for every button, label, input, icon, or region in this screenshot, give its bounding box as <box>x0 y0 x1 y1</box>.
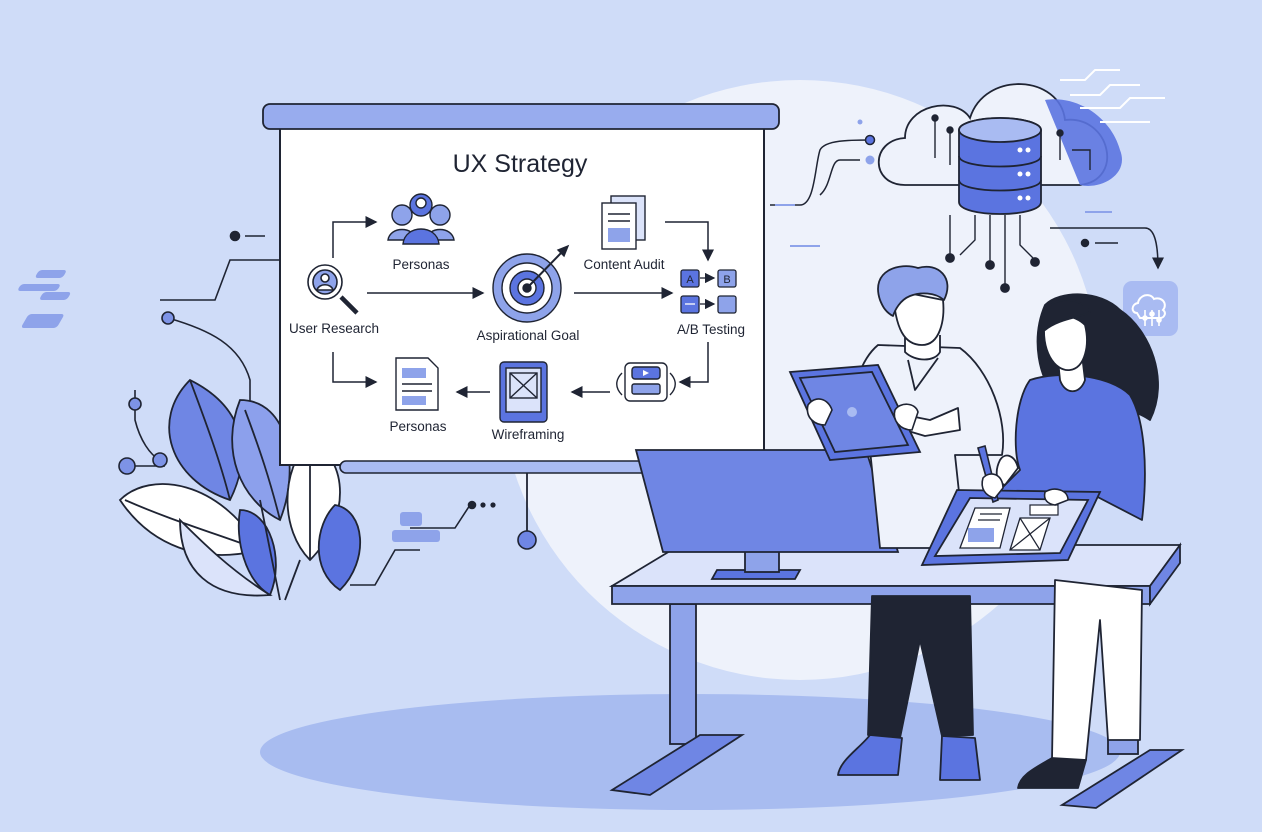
document-icon-bottom <box>395 357 439 411</box>
cloud-database-icon <box>878 83 1122 293</box>
label-personas-top: Personas <box>392 257 449 272</box>
wireframe-tablet-icon <box>499 361 548 423</box>
label-user-research: User Research <box>289 321 379 336</box>
ab-letter-a: A <box>686 274 694 286</box>
flow-arrows <box>332 216 714 398</box>
label-ab-testing: A/B Testing <box>677 322 745 337</box>
board-title: UX Strategy <box>453 150 588 178</box>
label-wireframing: Wireframing <box>492 427 565 442</box>
search-person-icon <box>307 264 359 315</box>
label-personas-bottom: Personas <box>389 419 446 434</box>
circuit-lines-left <box>118 230 496 586</box>
personas-icon <box>387 193 455 245</box>
target-icon <box>492 244 570 323</box>
man-hands <box>806 398 919 431</box>
video-icon <box>616 362 676 402</box>
left-ui-chips <box>18 270 440 542</box>
ab-test-icon <box>680 269 737 314</box>
tablet-icon <box>788 364 922 461</box>
circuit-lines-right <box>770 69 1165 270</box>
whiteboard-top-roll <box>262 103 780 130</box>
plant-icon <box>118 378 361 601</box>
document-icon <box>601 195 646 250</box>
woman-hands <box>981 473 1069 506</box>
drawing-tablet-icon <box>920 489 1102 566</box>
label-content-audit: Content Audit <box>583 257 664 272</box>
label-aspirational-goal: Aspirational Goal <box>477 328 580 343</box>
monitor-icon <box>634 449 900 580</box>
ab-letter-b: B <box>723 274 730 286</box>
whiteboard-bar-bottom <box>339 460 671 474</box>
cloud-settings-icon <box>1123 281 1178 336</box>
person-woman <box>995 293 1159 789</box>
